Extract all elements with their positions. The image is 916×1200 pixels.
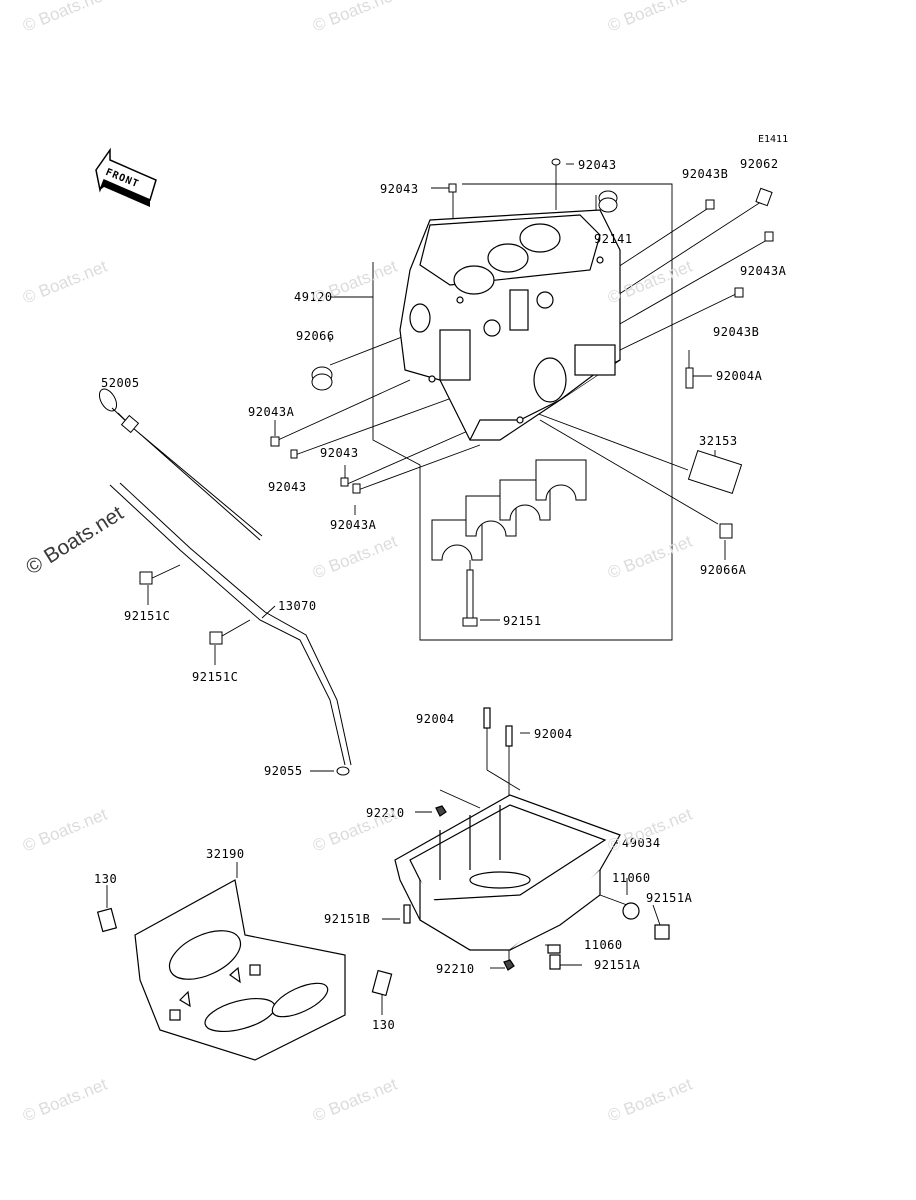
part-label: 92066A	[700, 563, 747, 577]
part-label: 92043	[380, 182, 419, 196]
part-label: 92004	[416, 712, 455, 726]
part-label: 32153	[699, 434, 738, 448]
bearing-caps	[431, 459, 587, 627]
part-label: 92055	[264, 764, 303, 778]
part-label: 92043	[268, 480, 307, 494]
part-label: 32190	[206, 847, 245, 861]
part-label: 92043B	[713, 325, 760, 339]
dipstick-tube	[109, 482, 352, 776]
part-label: 92151C	[124, 609, 171, 623]
part-label: 92210	[366, 806, 405, 820]
part-label: 92151	[503, 614, 542, 628]
diagram-code: E1411	[758, 134, 789, 145]
part-label: 92043	[320, 446, 359, 460]
part-label: 92043A	[740, 264, 787, 278]
part-label: 49034	[622, 836, 661, 850]
part-label: 92004A	[716, 369, 763, 383]
part-label: 92151A	[646, 891, 693, 905]
skid-plate	[96, 879, 393, 1061]
part-label: 92151A	[594, 958, 641, 972]
part-label: 130	[94, 872, 118, 886]
front-arrow-icon	[95, 147, 157, 207]
part-label: 13070	[278, 599, 317, 613]
part-label: 130	[372, 1018, 396, 1032]
part-label: 49120	[294, 290, 333, 304]
part-label: 92141	[594, 232, 633, 246]
dipstick	[98, 388, 263, 541]
cylinder-block	[399, 209, 621, 441]
part-label: 92151C	[192, 670, 239, 684]
part-label: 52005	[101, 376, 140, 390]
part-label: 92043	[578, 158, 617, 172]
part-label: 92151B	[324, 912, 371, 926]
part-label: 92004	[534, 727, 573, 741]
part-label: 92066	[296, 329, 335, 343]
part-label: 92062	[740, 157, 779, 171]
part-label: 11060	[584, 938, 623, 952]
upper-small-parts	[270, 158, 774, 539]
oil-pan	[394, 707, 670, 971]
part-label: 92210	[436, 962, 475, 976]
part-label: 11060	[612, 871, 651, 885]
part-label: 92043A	[330, 518, 377, 532]
part-label: 92043B	[682, 167, 729, 181]
part-label: 92043A	[248, 405, 295, 419]
